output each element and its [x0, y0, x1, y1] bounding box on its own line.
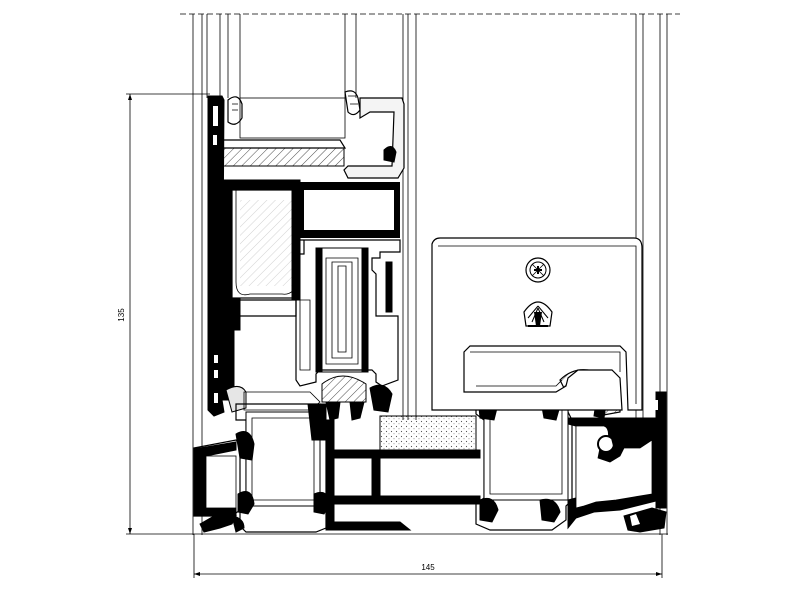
hardware-channel: [295, 239, 401, 387]
glazing-gaskets: [227, 90, 361, 125]
sash-lower-chamber: [221, 299, 297, 401]
width-dimension-label: 145: [421, 563, 435, 572]
screw-head-icon: [525, 257, 551, 283]
sash-outer-wall: [207, 95, 225, 417]
glass-unit: [215, 97, 347, 167]
glazing-bead: [343, 97, 405, 179]
drainage-fan-icon: [523, 301, 553, 327]
sash-thermal-break: [225, 375, 393, 421]
height-dimension-label: 135: [117, 308, 126, 322]
vertical-dimension: [126, 93, 210, 535]
sash-reinforcement: [296, 182, 400, 238]
frame-profile: [193, 391, 668, 535]
horizontal-dimension: [193, 534, 663, 578]
sash-upper-chamber: [221, 179, 301, 321]
